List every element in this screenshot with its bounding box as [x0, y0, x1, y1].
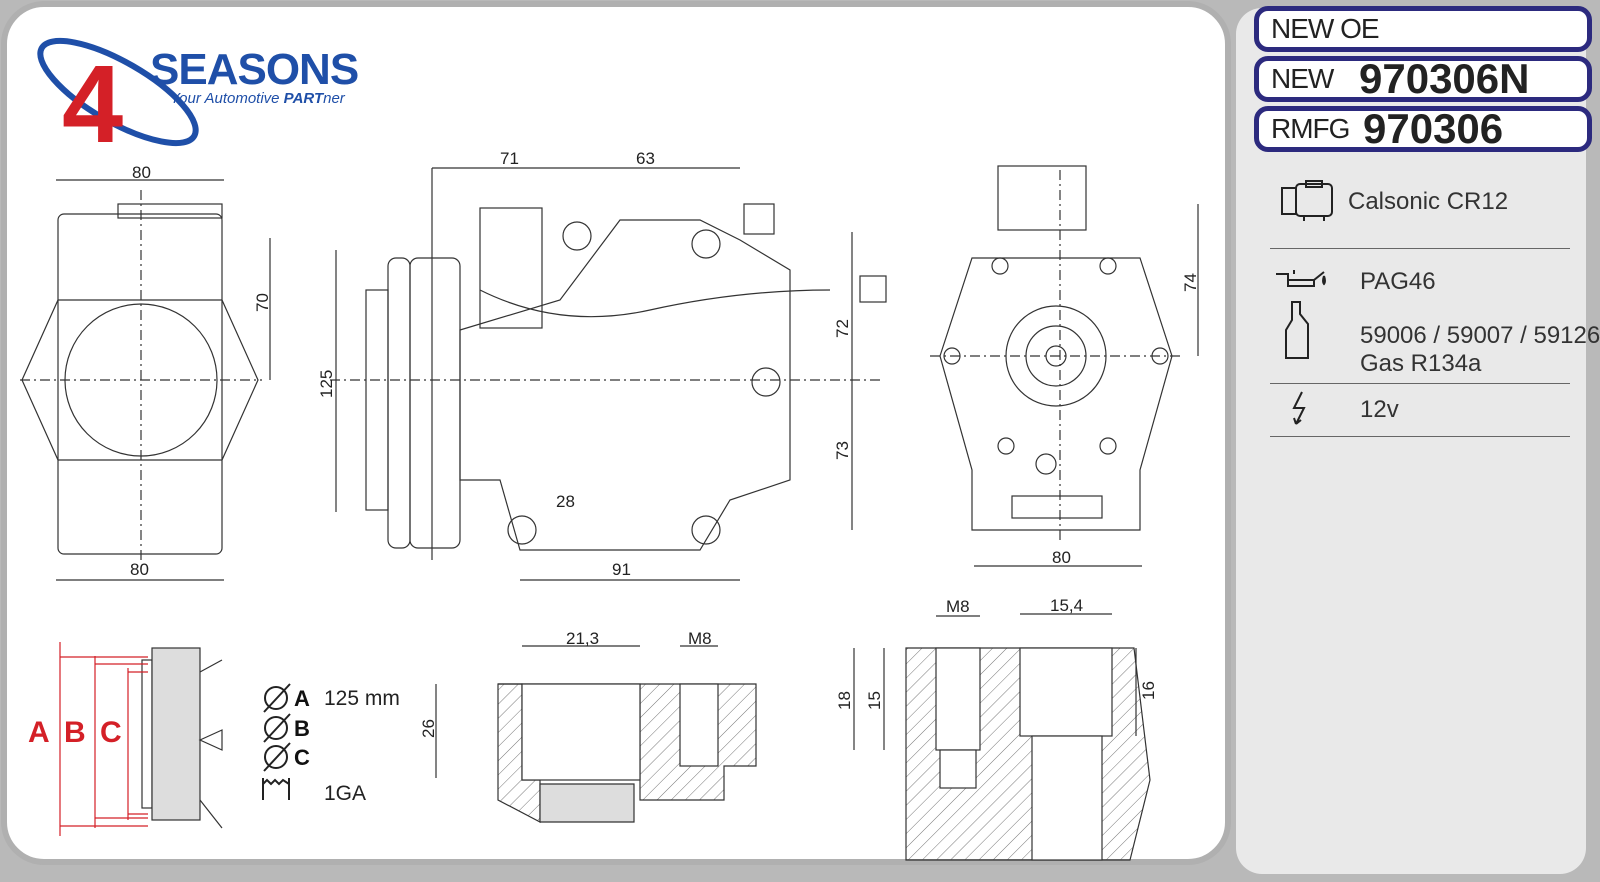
brand-name: SEASONS: [150, 45, 358, 94]
dim-front-upper: 72: [833, 319, 852, 338]
compressor-icon: [1281, 180, 1333, 221]
dim-sec1-bore: 21,3: [566, 629, 599, 648]
svg-text:C: C: [294, 745, 310, 770]
dim-side-height: 70: [253, 293, 272, 312]
svg-text:C: C: [100, 716, 122, 749]
dim-side-top-width: 80: [132, 163, 151, 182]
new-part-number: 970306N: [1359, 55, 1530, 102]
dim-rear-height: 74: [1181, 273, 1200, 292]
compressor-model: Calsonic CR12: [1348, 188, 1509, 215]
dim-front-b: 63: [636, 149, 655, 168]
dim-sec2-depth-b: 15: [865, 691, 884, 710]
svg-text:4: 4: [62, 43, 123, 166]
dim-sec1-depth: 26: [419, 719, 438, 738]
new-number-box: NEW 970306N: [1254, 55, 1592, 102]
dim-front-lower: 73: [833, 441, 852, 460]
dim-sec1-thread: M8: [688, 629, 712, 648]
oil-can-icon: [1276, 270, 1326, 287]
oil-bottle-icon: [1285, 301, 1309, 359]
dim-sec2-thread: M8: [946, 597, 970, 616]
dim-sec2-depth-c: 16: [1139, 681, 1158, 700]
new-label: NEW: [1271, 63, 1334, 94]
oil-references: 59006 / 59007 / 59126: [1360, 322, 1600, 349]
pulley-detail: [59, 642, 223, 836]
oe-label: NEW OE: [1271, 13, 1380, 44]
dim-rear-width: 80: [1052, 548, 1071, 567]
side-view: [20, 179, 271, 581]
rear-view: [930, 165, 1199, 567]
front-view: [330, 167, 887, 581]
rmfg-number-box: RMFG 970306: [1254, 105, 1592, 152]
dim-sec2-depth-a: 18: [835, 691, 854, 710]
brand-tagline: Your Automotive PARTner: [170, 90, 346, 107]
divider: [1270, 436, 1570, 437]
brand-logo: 4 SEASONS Your Automotive PARTner: [37, 37, 359, 166]
svg-text:A: A: [294, 686, 310, 711]
svg-text:A: A: [28, 716, 50, 749]
oe-box: NEW OE: [1254, 6, 1592, 52]
section-view-1: [435, 645, 757, 823]
pulley-diameter-a: 125 mm: [324, 687, 400, 710]
groove-icon: [262, 778, 290, 800]
rmfg-label: RMFG: [1271, 113, 1350, 144]
dim-front-length: 91: [612, 560, 631, 579]
pulley-grooves: 1GA: [324, 782, 366, 805]
voltage-bolt-icon: [1292, 391, 1306, 425]
dim-front-a: 71: [500, 149, 519, 168]
rmfg-part-number: 970306: [1363, 105, 1504, 152]
dim-side-bottom-width: 80: [130, 560, 149, 579]
svg-text:B: B: [294, 716, 310, 741]
voltage: 12v: [1360, 396, 1399, 423]
divider: [1270, 383, 1570, 384]
spec-panel: [1236, 8, 1586, 874]
section-view-2: [853, 613, 1151, 861]
dim-front-height: 125: [317, 370, 336, 398]
refrigerant-gas: Gas R134a: [1360, 350, 1482, 377]
divider: [1270, 248, 1570, 249]
diameter-icon: [262, 683, 291, 800]
dim-front-offset: 28: [556, 492, 575, 511]
svg-text:B: B: [64, 716, 86, 749]
dim-sec2-bore: 15,4: [1050, 596, 1083, 615]
oil-type: PAG46: [1360, 268, 1436, 295]
pulley-legend: A B C A B C 125 mm 1GA: [28, 683, 400, 805]
